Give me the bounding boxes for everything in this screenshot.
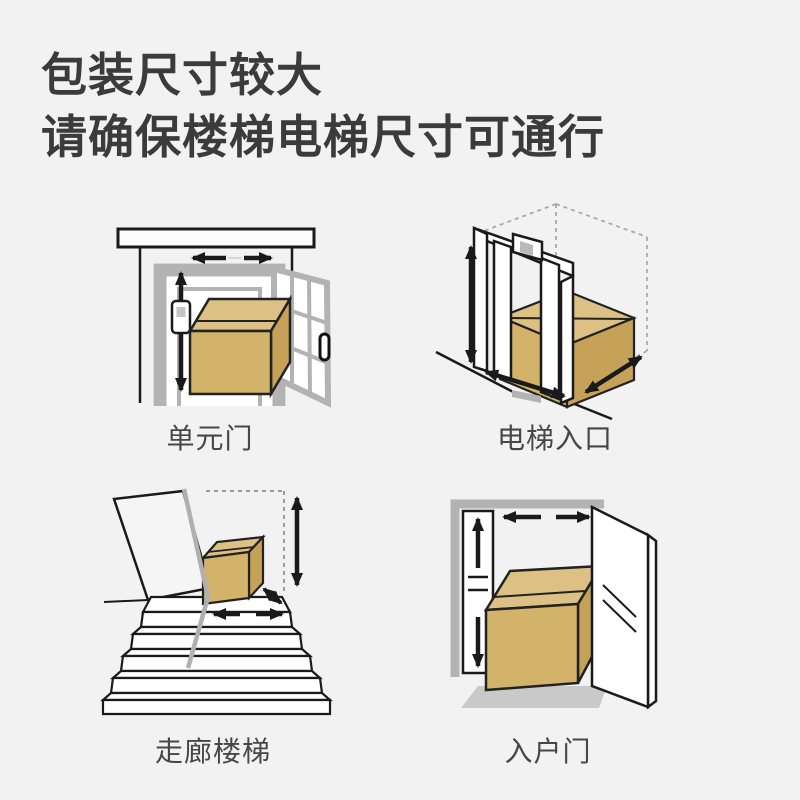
panel-entrance-door [440,485,700,720]
panel-label-unit-door: 单元门 [166,423,254,454]
door-frame-icon [450,499,604,677]
elevator-door-icon [472,226,575,405]
dashed-guides [206,490,285,592]
stairs-icon [100,595,333,716]
entrance-door-illustration [450,499,658,710]
panel-corridor-stairs [95,475,365,725]
package-box-icon [200,534,266,606]
panel-elevator-entrance [430,195,720,430]
floor-shadow [461,686,607,708]
panel-label-elevator-entrance: 电梯入口 [496,423,613,454]
title-line-1: 包装尺寸较大 [41,49,323,101]
package-box-icon [483,561,604,692]
package-box-icon [187,294,293,399]
unit-door-illustration [116,227,332,408]
handrail-icon [181,488,211,669]
open-door-icon [590,504,658,710]
panel-label-corridor-stairs: 走廊楼梯 [154,736,271,767]
panel-unit-door [100,210,400,425]
elevator-entrance-illustration [435,203,648,421]
page-title: 包装尺寸较大 请确保楼梯电梯尺寸可通行 [41,44,605,168]
floor-indicator-icon [511,232,544,262]
corridor-stairs-illustration [100,488,333,716]
title-line-2: 请确保楼梯电梯尺寸可通行 [41,111,605,163]
panel-label-entrance-door: 入户门 [504,736,592,767]
